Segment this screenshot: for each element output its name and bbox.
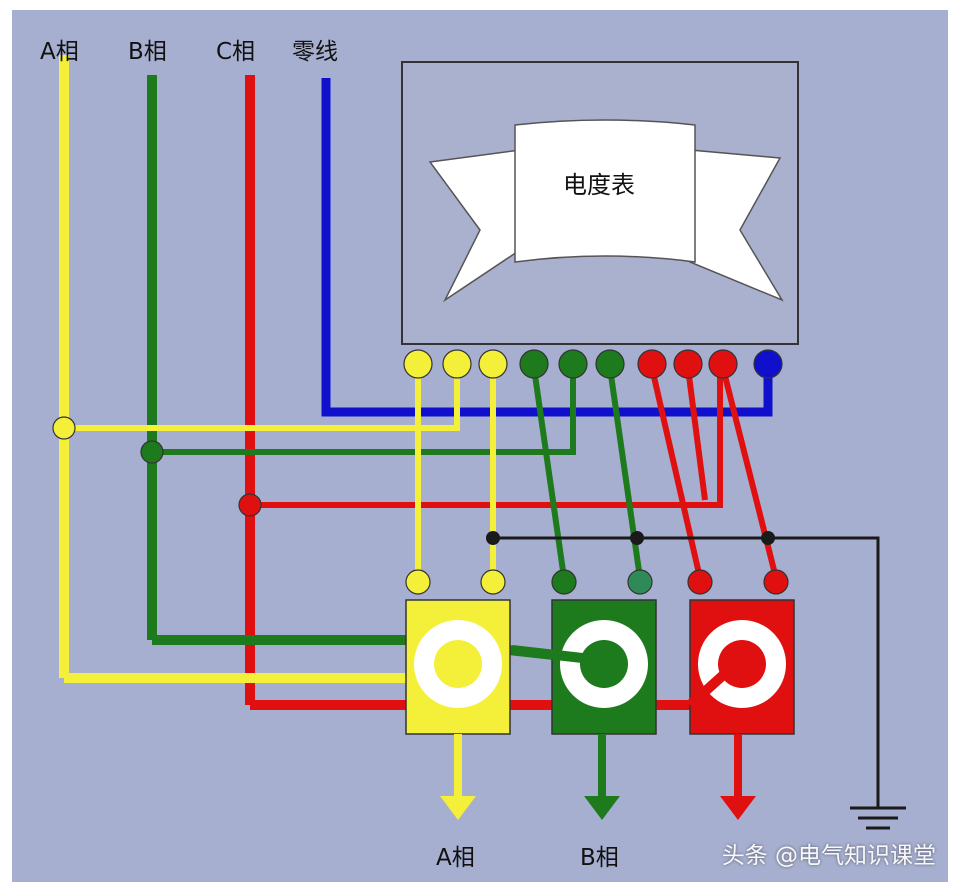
wire-c2 xyxy=(685,367,708,501)
watermark: 头条 @电气知识课堂 xyxy=(721,843,936,869)
meter-terminal xyxy=(595,349,625,379)
meter-terminal xyxy=(442,349,472,379)
ct-terminal xyxy=(480,569,506,595)
label-phase-c-top: C相 xyxy=(216,39,256,65)
label-phase-a-top: A相 xyxy=(40,39,79,65)
meter-label: 电度表 xyxy=(563,171,635,199)
neutral-line xyxy=(321,78,773,417)
tap-c xyxy=(250,368,723,508)
meter-ribbon xyxy=(428,119,784,303)
tap-b xyxy=(152,368,576,455)
junction-b xyxy=(140,440,164,464)
ct-terminal xyxy=(627,569,653,595)
ground-node xyxy=(486,531,500,545)
ct-terminal xyxy=(551,569,577,595)
meter-terminal xyxy=(753,349,783,379)
meter-terminal xyxy=(673,349,703,379)
meter-terminal xyxy=(708,349,738,379)
label-neutral-top: 零线 xyxy=(292,39,338,65)
ground-node xyxy=(761,531,775,545)
ct-terminal xyxy=(405,569,431,595)
tap-a xyxy=(64,368,460,431)
ct-terminal xyxy=(687,569,713,595)
label-phase-b-top: B相 xyxy=(128,39,167,65)
meter-terminal xyxy=(637,349,667,379)
wire-c1 xyxy=(649,367,703,579)
ground-bus xyxy=(493,536,880,808)
junction-c xyxy=(238,493,262,517)
junction-a xyxy=(52,416,76,440)
label-phase-a-bottom: A相 xyxy=(436,845,475,871)
ground-node xyxy=(630,531,644,545)
meter-terminal xyxy=(403,349,433,379)
label-phase-b-bottom: B相 xyxy=(580,845,619,871)
wire-b1 xyxy=(531,367,567,579)
ct-terminal xyxy=(763,569,789,595)
meter-terminal xyxy=(519,349,549,379)
meter-terminal xyxy=(558,349,588,379)
meter-terminal xyxy=(478,349,508,379)
